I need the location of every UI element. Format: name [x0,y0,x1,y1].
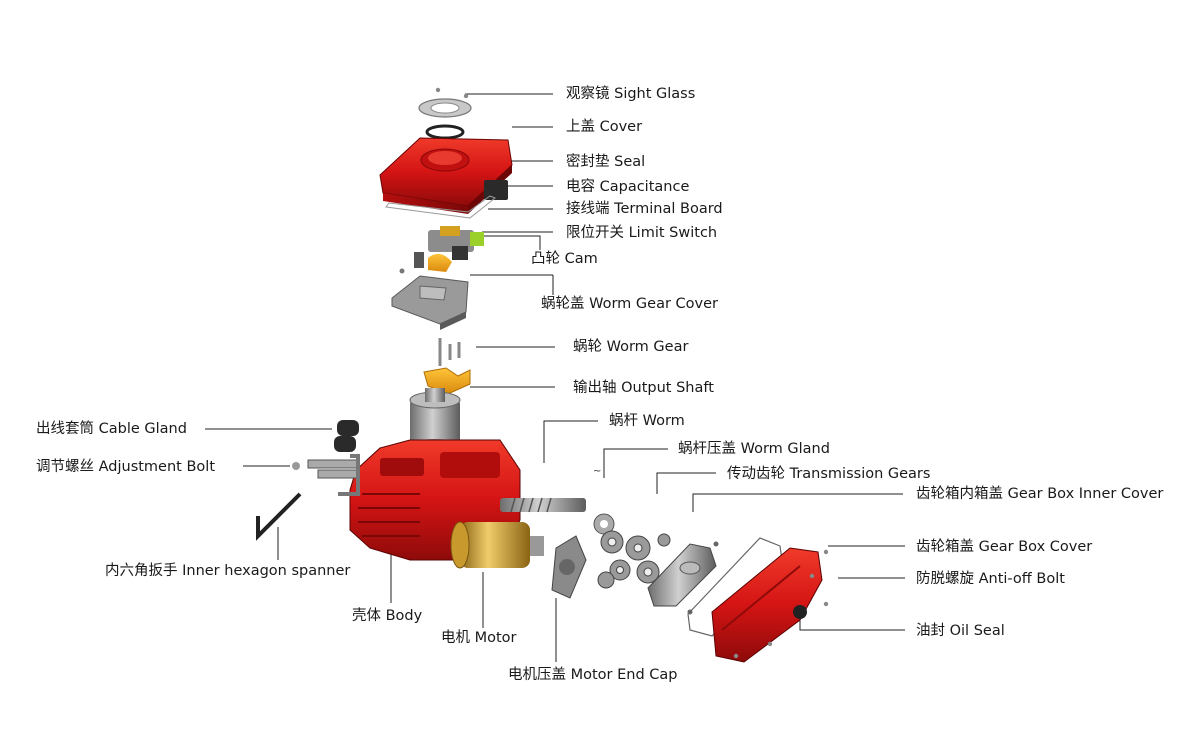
label-gear-box-inner-cover: 齿轮箱内箱盖 Gear Box Inner Cover [916,486,1164,502]
label-cable-gland: 出线套筒 Cable Gland [36,421,187,437]
adjustment-bolt-part [292,454,360,496]
label-cam: 凸轮 Cam [531,251,598,267]
cover-part [379,137,513,219]
worm-gland-part: ~ [593,466,615,535]
label-terminal-board: 接线端 Terminal Board [566,201,723,217]
gear-box-cover-part [711,547,829,663]
label-inner-hexagon-spanner: 内六角扳手 Inner hexagon spanner [105,563,351,579]
svg-text:~: ~ [593,466,601,477]
motor-end-cap-part [551,535,587,599]
leader-lines [205,93,905,662]
hexagon-spanner-part [256,492,302,541]
label-body: 壳体 Body [352,608,423,624]
label-adjustment-bolt: 调节螺丝 Adjustment Bolt [36,459,215,475]
transmission-gears-part [597,530,671,589]
label-sight-glass: 观察镜 Sight Glass [566,86,696,102]
label-worm-gear-cover: 蜗轮盖 Worm Gear Cover [541,296,718,312]
label-worm-gear: 蜗轮 Worm Gear [573,339,689,355]
gear-box-inner-cover-part [647,541,719,615]
label-limit-switch: 限位开关 Limit Switch [566,225,718,241]
label-seal: 密封垫 Seal [566,154,646,170]
worm-part [500,497,586,513]
worm-gear-cover-part [391,275,469,330]
label-anti-off-bolt: 防脱螺旋 Anti-off Bolt [916,571,1065,587]
label-output-shaft: 输出轴 Output Shaft [573,380,714,396]
cable-gland-part [334,420,359,452]
label-gear-box-cover: 齿轮箱盖 Gear Box Cover [916,539,1093,555]
worm-gear-part [423,338,471,395]
label-transmission-gears: 传动齿轮 Transmission Gears [727,466,931,482]
label-motor: 电机 Motor [441,630,517,646]
label-worm: 蜗杆 Worm [609,413,685,429]
motor-part [450,521,544,569]
label-capacitance: 电容 Capacitance [566,179,690,195]
label-worm-gland: 蜗杆压盖 Worm Gland [678,441,830,457]
label-oil-seal: 油封 Oil Seal [916,623,1005,639]
sight-glass-part [418,87,472,140]
limit-switch-part [399,226,484,274]
label-cover: 上盖 Cover [566,119,643,135]
label-motor-end-cap: 电机压盖 Motor End Cap [508,667,678,683]
